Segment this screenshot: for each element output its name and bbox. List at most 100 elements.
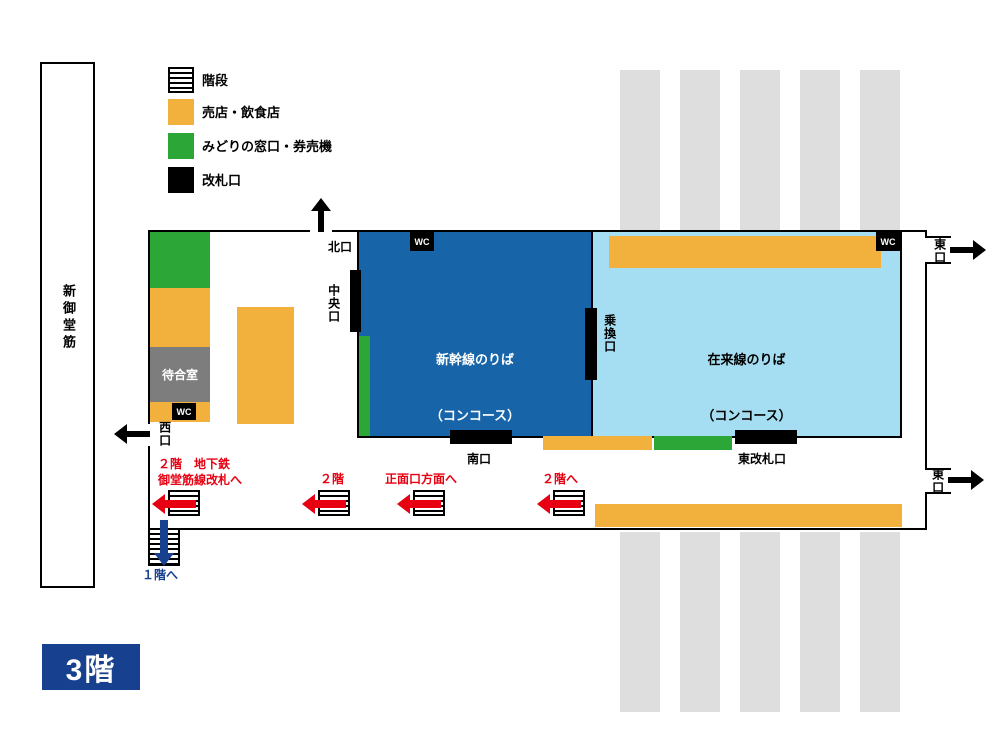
street-name: 新御堂筋 [60, 284, 76, 352]
floor-badge-label: 3階 [65, 654, 117, 687]
arrow-shaft [125, 431, 150, 437]
east-bottom-exit-arrow-icon [948, 470, 984, 490]
arrow-head [114, 424, 127, 444]
arrow-shaft [163, 500, 196, 508]
main-2f-stairs-arrow-icon [397, 492, 441, 516]
shop-block [237, 307, 294, 424]
arrow-head [152, 494, 165, 514]
legend-label: 階段 [202, 73, 229, 88]
subway-stairs-arrow-icon [152, 492, 196, 516]
arrow-shaft [160, 520, 168, 555]
arrow-head [537, 494, 550, 514]
shop-strip-local-top [609, 236, 881, 268]
arrow-shaft [548, 500, 581, 508]
platform-stripe [680, 70, 720, 232]
central-exit-label: 中央口 [326, 284, 341, 323]
platform-stripe [800, 532, 840, 712]
wall-left-2 [148, 446, 150, 530]
legend-label: 売店・飲食店 [202, 105, 281, 120]
legend-label: 改札口 [202, 173, 242, 188]
east-top-passage-wall [925, 236, 951, 238]
waiting-room: 待合室 [150, 347, 210, 402]
shop-strip-south [543, 436, 652, 450]
legend-label: みどりの窓口・券売機 [202, 139, 333, 154]
local-concourse-label: 在来線のりば （コンコース） [591, 313, 902, 464]
wc-sign: WC [876, 232, 900, 251]
midori-counter-block [150, 232, 210, 288]
down-1f-stairs-note: １階へ [142, 568, 179, 582]
east-top-passage-wall [925, 262, 951, 264]
wall-right-2 [925, 262, 927, 470]
platform-stripe [800, 70, 840, 232]
wall-right-1 [925, 230, 927, 238]
platform-stripe [740, 532, 780, 712]
wall-top-right [900, 230, 927, 232]
platform-stripe [620, 70, 660, 232]
front-2f-stairs-arrow-icon [302, 492, 346, 516]
wc-sign: WC [172, 403, 196, 420]
arrow-head [311, 198, 331, 211]
south-exit-label: 南口 [467, 452, 492, 466]
arrow-head [971, 470, 984, 490]
central-gate-bar [350, 270, 361, 332]
platform-stripe [740, 70, 780, 232]
midori-strip-south [654, 436, 732, 450]
main-2f-stairs-note: 正面口方面へ [385, 472, 458, 486]
south-gate-bar [450, 430, 512, 444]
east-gate-label: 東改札口 [738, 452, 787, 466]
arrow-shaft [318, 209, 324, 232]
ticket-machine-strip [359, 336, 370, 436]
wall-right-3 [925, 492, 927, 530]
wall-left-1 [148, 230, 150, 424]
front-2f-stairs-note: ２階 [320, 472, 345, 486]
local-concourse-line2: （コンコース） [701, 408, 792, 424]
wall-top-mid [332, 230, 359, 232]
arrow-head [154, 553, 174, 566]
shinkansen-concourse [357, 230, 593, 438]
platform-stripe [680, 532, 720, 712]
arrow-shaft [313, 500, 346, 508]
arrow-shaft [408, 500, 441, 508]
east-top-exit-arrow-icon [950, 240, 986, 260]
shinkansen-concourse-label: 新幹線のりば （コンコース） [357, 313, 593, 464]
east-top-exit-label: 東口 [932, 238, 947, 264]
east-2f-stairs-arrow-icon [537, 492, 581, 516]
transfer-gate-bar [585, 308, 597, 380]
platform-stripe [860, 70, 900, 232]
legend-midori-swatch [168, 133, 194, 159]
arrow-head [973, 240, 986, 260]
east-bottom-passage-wall [925, 468, 951, 470]
shinkansen-concourse-line2: （コンコース） [429, 408, 521, 424]
east-bottom-exit-label: 東口 [930, 468, 945, 494]
down-to-1f-arrow-icon [154, 520, 174, 566]
north-exit-label: 北口 [328, 240, 353, 254]
arrow-shaft [950, 247, 975, 253]
east-2f-stairs-note: ２階へ [542, 472, 579, 486]
north-exit-arrow-icon [311, 198, 331, 232]
transfer-gate-label: 乗換口 [602, 314, 617, 353]
waiting-room-label: 待合室 [161, 368, 198, 382]
local-concourse-line1: 在来線のりば [707, 351, 786, 367]
legend-gate-swatch [168, 167, 194, 193]
wc-sign: WC [410, 232, 434, 251]
wall-top-left [148, 230, 310, 232]
shop-strip-bottom-right [595, 504, 902, 527]
street-shin-midosuji: 新御堂筋 [40, 62, 95, 588]
legend-shop-swatch [168, 99, 194, 125]
subway-stairs-note-line1: ２階 地下鉄 [158, 457, 231, 471]
platform-stripe [860, 532, 900, 712]
west-exit-label: 西口 [157, 421, 172, 447]
wall-bottom [148, 528, 927, 530]
floor-badge: 3階 [42, 644, 140, 690]
east-bottom-passage-wall [925, 492, 951, 494]
west-exit-arrow-icon [114, 424, 150, 444]
arrow-head [397, 494, 410, 514]
arrow-shaft [948, 477, 973, 483]
platform-stripe [620, 532, 660, 712]
shinkansen-concourse-line1: 新幹線のりば [435, 351, 514, 367]
arrow-head [302, 494, 315, 514]
legend-stairs-icon [168, 67, 194, 93]
east-gate-bar [735, 430, 797, 444]
shop-block [150, 288, 210, 347]
